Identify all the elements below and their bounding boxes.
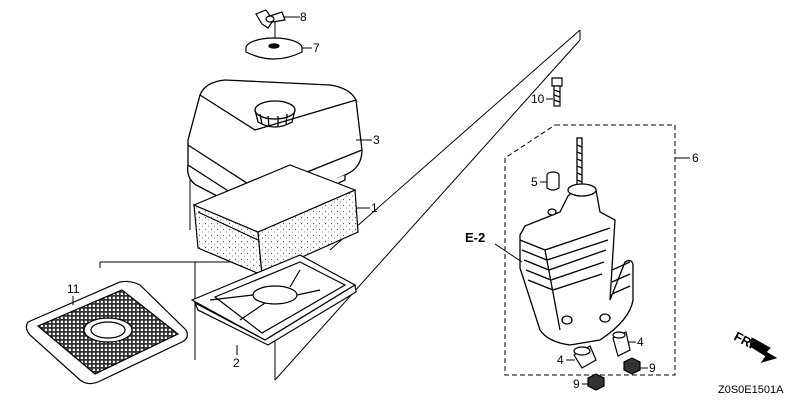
air-cleaner-case-part xyxy=(519,137,634,346)
reference-label: E-2 xyxy=(465,230,485,245)
arrow-icon xyxy=(749,337,778,363)
drawing-code: Z0S0E1501A xyxy=(718,384,784,396)
callout-4: 4 xyxy=(637,335,644,349)
callout-1: 1 xyxy=(371,201,378,215)
callout-9: 9 xyxy=(573,377,580,391)
element-grid-part xyxy=(190,254,357,346)
callout-4: 4 xyxy=(557,353,564,367)
washer-plate-part xyxy=(245,37,303,60)
pre-filter-mesh-part xyxy=(25,280,188,385)
callout-10: 10 xyxy=(531,92,545,106)
bolt-part xyxy=(551,77,563,107)
callout-7: 7 xyxy=(313,41,320,55)
callout-2: 2 xyxy=(233,356,240,370)
wing-nut-part xyxy=(255,9,286,29)
callout-9: 9 xyxy=(649,361,656,375)
assembly-box xyxy=(504,124,676,376)
callout-8: 8 xyxy=(300,10,307,24)
leader-lines xyxy=(72,16,690,385)
callout-5: 5 xyxy=(531,175,538,189)
collar-part xyxy=(546,171,560,191)
flange-nut-part xyxy=(587,357,641,391)
callout-6: 6 xyxy=(692,151,699,165)
callout-11: 11 xyxy=(67,282,80,296)
foam-element-part xyxy=(192,164,359,276)
tube-part xyxy=(573,331,631,369)
callout-3: 3 xyxy=(373,133,380,147)
front-direction-indicator: FR. xyxy=(732,329,778,363)
